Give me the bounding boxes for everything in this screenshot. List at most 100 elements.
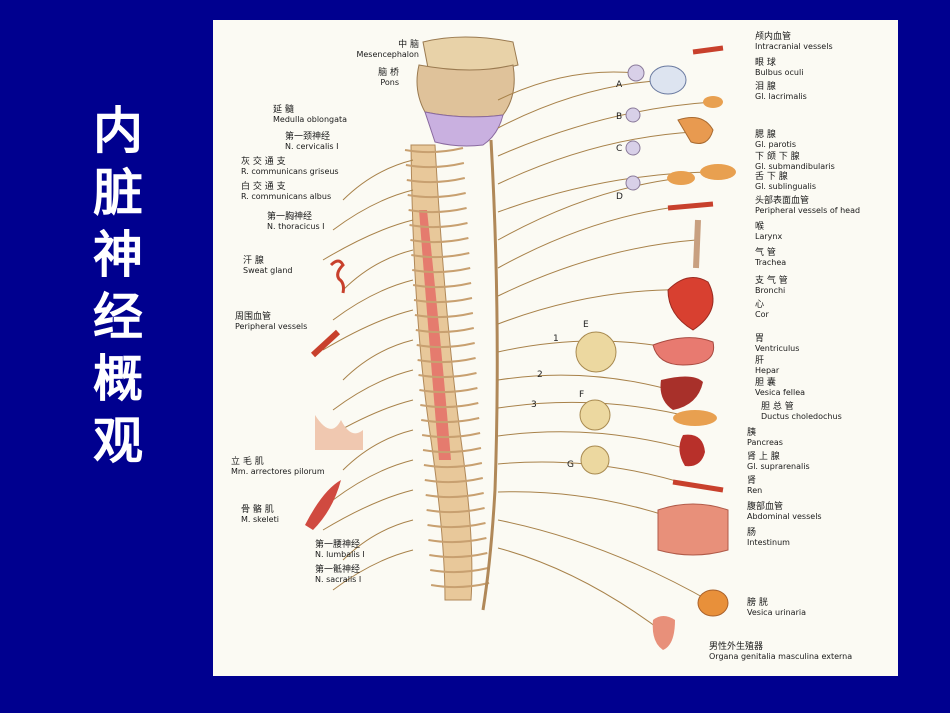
ganglion-letter: C [616,144,623,154]
organs [649,45,736,650]
label-cervical-nerve: 第一颈神经 N. cervicalis I [285,132,338,152]
label-peripheral-vessels: 周围血管 Peripheral vessels [235,312,307,332]
label-zh: 下 颌 下 腺 [755,152,800,162]
label-zh: 骨 骼 肌 [241,505,274,515]
title-char: 内 [93,102,143,160]
nerve-fiber [497,177,682,241]
label-white-ramus: 白 交 通 支 R. communicans albus [241,182,331,202]
label-latin: Gl. suprarenalis [747,462,810,471]
vertebra-ridge [427,522,486,529]
nerve-fiber [497,547,664,633]
ganglion-letter: F [579,390,585,400]
vertebral-ridges [404,147,490,589]
label-latin: N. lumbalis I [315,550,365,559]
label-zh: 胃 [755,334,765,344]
label-latin: Bronchi [755,286,786,295]
label-zh: 第一胸神经 [267,212,313,222]
label-latin: Gl. parotis [755,140,797,149]
ganglion-letter: G [567,460,574,470]
label-abdominal-vessels: 腹部血管 Abdominal vessels [747,502,822,522]
vertebra-ridge [415,327,475,334]
label-trachea: 气 管 Trachea [755,248,786,268]
label-pons: 脑 桥 Pons [289,68,399,88]
label-zh: 肝 [755,356,765,366]
label-latin: Gl. submandibularis [755,162,835,171]
pancreas-shape [673,410,717,426]
label-pancreas: 胰 Pancreas [747,428,783,448]
label-latin: Intestinum [747,538,790,547]
vertebra-ridge [411,252,470,259]
vertebra-ridge [410,237,469,244]
vertebra-ridge [414,312,474,319]
vertebra-ridge [426,507,485,514]
label-zh: 灰 交 通 支 [241,157,286,167]
title-char: 概 [93,350,143,408]
label-gray-ramus: 灰 交 通 支 R. communicans griseus [241,157,339,177]
splanchnic-number: 3 [531,400,537,410]
vertebra-ridge [420,402,479,409]
label-zh: 肾 [747,476,757,486]
nerve-fiber [497,289,694,325]
vertebra-ridge [418,372,477,379]
label-eyeball: 眼 球 Bulbus oculi [755,58,803,78]
ganglion-letter: B [616,112,623,122]
label-arrector-pili: 立 毛 肌 Mm. arrectores pilorum [231,457,325,477]
title-char: 经 [93,288,143,346]
vertebra-ridge [421,417,480,424]
label-latin: N. thoracicus I [267,222,325,231]
label-zh: 眼 球 [755,58,776,68]
prevertebral-ganglia [575,331,617,475]
label-zh: 舌 下 腺 [755,172,788,182]
autonomic-nervous-system-figure: 中 脑 Mesencephalon 脑 桥 Pons 延 髓 Medulla o… [213,20,898,676]
peripheral-vessel-shape [310,329,341,358]
label-zh: 汗 腺 [243,256,264,266]
nerve-fiber [342,159,414,201]
sweat-gland-shape [329,259,345,294]
label-thoracic-nerve: 第一胸神经 N. thoracicus I [267,212,325,232]
nerve-fiber [497,131,694,185]
label-latin: Ductus choledochus [761,412,842,421]
nerve-fiber [497,431,692,451]
nerve-fiber [497,79,669,129]
label-submandibular: 下 颌 下 腺 Gl. submandibularis [755,152,835,172]
label-mesencephalon: 中 脑 Mesencephalon [309,40,419,60]
vertebra-ridge [404,147,464,154]
label-skeletal-muscle: 骨 骼 肌 M. skeleti [241,505,279,525]
vertebra-ridge [425,492,484,499]
label-latin: Ventriculus [755,344,800,353]
label-zh: 气 管 [755,248,776,258]
nerve-fiber [342,249,414,291]
vertebra-ridge [430,582,490,589]
nerve-fiber [497,101,714,157]
vertebra-ridge [429,552,488,559]
label-liver: 肝 Hepar [755,356,779,376]
label-zh: 颅内血管 [755,32,792,42]
label-latin: R. communicans griseus [241,167,339,176]
label-latin: Bulbus oculi [755,68,804,77]
nerve-fiber [497,374,679,393]
label-zh: 周围血管 [235,312,272,322]
label-zh: 第一腰神经 [315,540,361,550]
label-zh: 肾 上 腺 [747,452,780,462]
label-latin: N. cervicalis I [285,142,339,151]
vertebra-ridge [407,192,466,199]
label-sublingual: 舌 下 腺 Gl. sublingualis [755,172,816,192]
label-latin: Ren [747,486,763,495]
liver-shape [660,376,703,410]
skeletal-muscle-shape [305,480,341,530]
slide-title: 内 脏 神 经 概 观 [78,100,158,472]
nerve-fiber [497,519,714,604]
label-latin: Trachea [755,258,787,267]
vertebra-ridge [406,177,466,184]
label-latin: Medulla oblongata [273,115,348,124]
peripheral-targets [305,259,363,530]
label-latin: R. communicans albus [241,192,332,201]
label-zh: 喉 [755,222,765,232]
title-char: 脏 [93,164,143,222]
label-zh: 支 气 管 [755,276,788,286]
vertebra-ridge [412,282,472,289]
kidney-shape [679,434,705,467]
ganglion-letter: E [583,320,589,330]
label-genitalia: 男性外生殖器 Organa genitalia masculina extern… [709,642,852,662]
label-latin: Larynx [755,232,783,241]
